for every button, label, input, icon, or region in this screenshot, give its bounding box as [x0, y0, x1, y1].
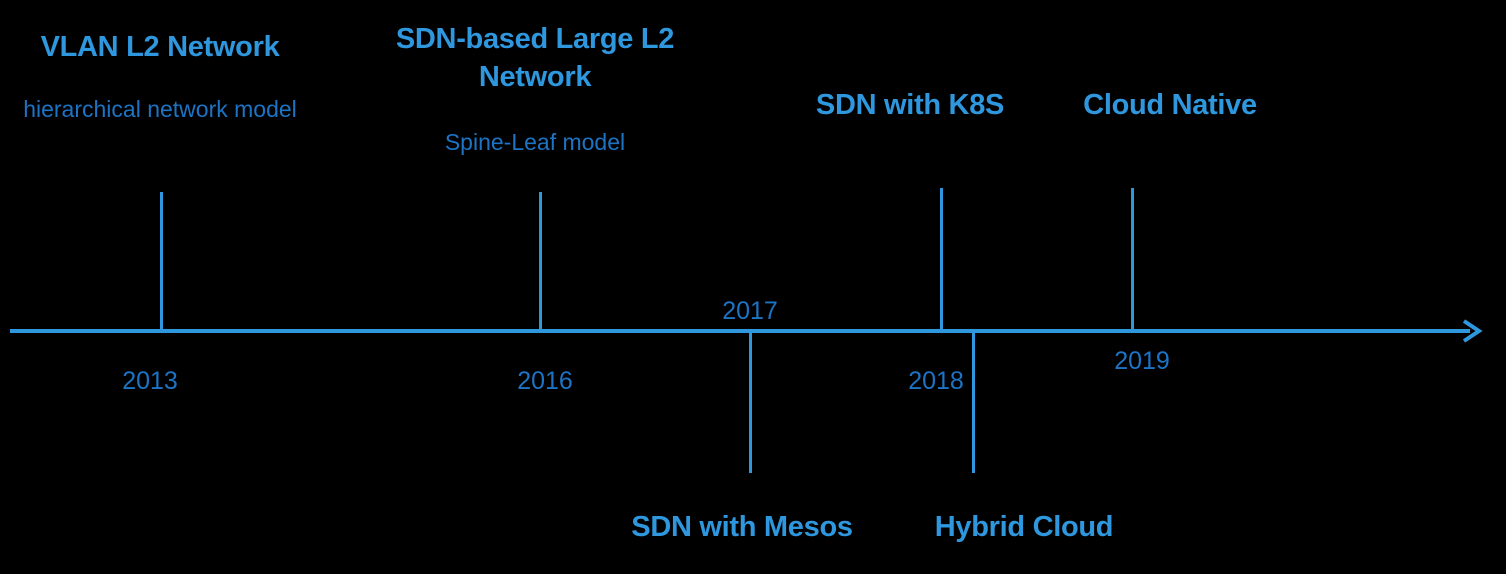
milestone-title-sdn-based-large-l2-network: SDN-based Large L2 Network	[395, 23, 675, 93]
year-label-2019: 2019	[1114, 347, 1170, 375]
milestone-title-vlan-l2-network: VLAN L2 Network	[40, 31, 280, 63]
tick-2013	[160, 192, 163, 331]
tick-2016	[539, 192, 542, 331]
year-label-2013: 2013	[122, 367, 178, 395]
tick-2019	[1131, 188, 1134, 331]
milestone-title-sdn-with-mesos: SDN with Mesos	[631, 511, 853, 543]
milestone-subtitle-vlan-l2-network: hierarchical network model	[23, 96, 297, 122]
year-label-2017: 2017	[722, 297, 778, 325]
tick-2017-below	[749, 331, 752, 473]
tick-hybrid-cloud-below	[972, 331, 975, 473]
milestone-title-hybrid-cloud: Hybrid Cloud	[934, 511, 1114, 543]
year-label-2018: 2018	[908, 367, 964, 395]
milestone-title-cloud-native: Cloud Native	[1083, 89, 1257, 121]
tick-2018-above	[940, 188, 943, 331]
milestone-subtitle-sdn-based-large-l2-network: Spine-Leaf model	[444, 129, 626, 155]
year-label-2016: 2016	[517, 367, 573, 395]
timeline-arrow-icon	[1460, 318, 1486, 344]
milestone-title-sdn-with-k8s: SDN with K8S	[815, 89, 1005, 121]
timeline-axis	[10, 329, 1470, 333]
